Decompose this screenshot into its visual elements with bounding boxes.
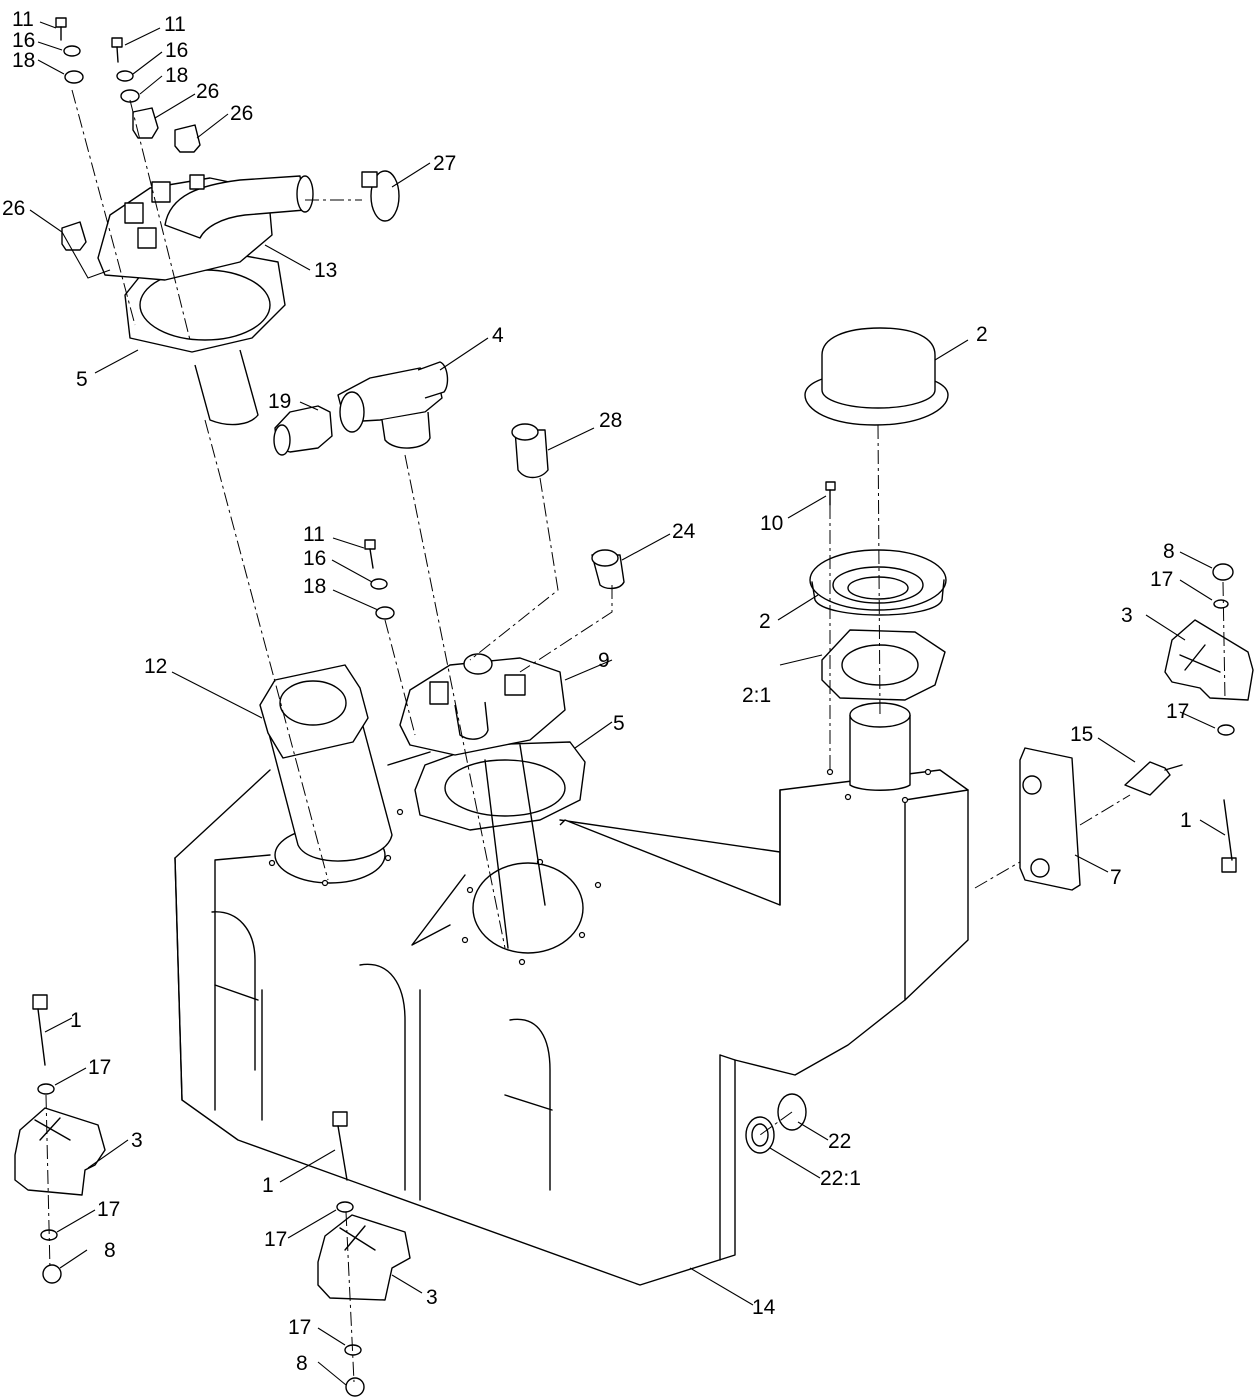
breather-cap [804,327,949,426]
callout-labels: 11 16 18 11 16 18 26 26 27 26 13 5 4 19 … [2,8,1192,1375]
callout-26: 26 [196,80,219,103]
callout-8: 8 [1163,540,1175,563]
elbow-fitting [511,423,549,479]
mounting-bracket [1019,747,1081,891]
callout-2: 2 [759,610,771,633]
callout-17: 17 [1166,700,1189,723]
cap-gasket [821,629,946,701]
suction-flange-gasket [124,254,286,426]
callout-17: 17 [97,1198,120,1221]
callout-17: 17 [288,1316,311,1339]
callout-24: 24 [672,520,696,543]
callout-16: 16 [12,29,35,52]
callout-1: 1 [1180,809,1192,832]
callout-14: 14 [752,1296,776,1319]
callout-22-1: 22:1 [820,1167,861,1190]
callout-16: 16 [165,39,188,62]
callout-5: 5 [76,368,88,391]
callout-10: 10 [760,512,783,535]
callout-17: 17 [1150,568,1173,591]
callout-8: 8 [104,1239,116,1262]
callout-26: 26 [230,102,253,125]
callout-17: 17 [88,1056,111,1079]
callout-3: 3 [131,1129,143,1152]
suction-plate [97,174,314,281]
callout-2-1: 2:1 [742,684,771,707]
callout-1: 1 [70,1009,82,1032]
callout-15: 15 [1070,723,1093,746]
callout-28: 28 [599,409,622,432]
leader-lines [29,21,1226,1386]
plug-fitting [591,549,625,590]
callout-17: 17 [264,1228,287,1251]
callout-18: 18 [12,49,35,72]
filter-housing [259,664,393,862]
cap-screw [825,481,836,506]
hydraulic-tank [174,751,969,1286]
callout-13: 13 [314,259,337,282]
callout-8: 8 [296,1352,308,1375]
adapter-fitting [273,405,333,456]
tee-fitting [337,361,449,449]
temperature-switch [1124,761,1183,796]
cap-flange [809,549,947,616]
callout-11: 11 [12,8,34,31]
callout-22: 22 [828,1130,851,1153]
callout-18: 18 [165,64,188,87]
callout-11: 11 [303,523,325,546]
callout-3: 3 [426,1286,438,1309]
callout-5: 5 [613,712,625,735]
callout-9: 9 [598,649,610,672]
callout-19: 19 [268,390,291,413]
mount-block-right [1164,563,1254,873]
callout-18: 18 [303,575,326,598]
mount-block-center [317,1111,411,1397]
callout-12: 12 [144,655,167,678]
callout-26: 26 [2,197,25,220]
bolts-washers-top [55,17,395,620]
callout-3: 3 [1121,604,1133,627]
callout-11: 11 [164,13,186,36]
callout-2: 2 [976,323,988,346]
callout-7: 7 [1110,866,1122,889]
callout-16: 16 [303,547,326,570]
centerlines [45,89,1226,1383]
hose-clamp [361,170,400,222]
return-flange-gasket [414,741,586,831]
callout-4: 4 [492,324,504,347]
filler-neck [849,702,911,791]
callout-27: 27 [433,152,456,175]
return-plate [399,653,566,949]
callout-1: 1 [262,1174,274,1197]
mount-block-left [14,994,106,1284]
